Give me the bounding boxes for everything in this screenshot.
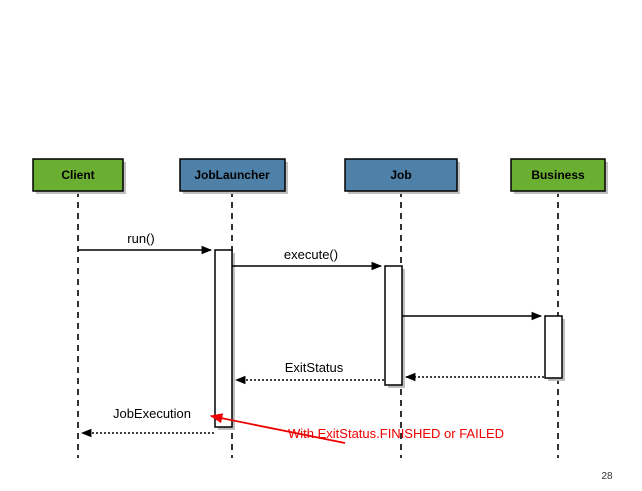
annotation-exitstatus: With ExitStatus.FINISHED or FAILED bbox=[209, 413, 504, 444]
message-label-run: run() bbox=[127, 231, 154, 246]
message-label-exitstatus: ExitStatus bbox=[285, 360, 344, 375]
activation-bars-group bbox=[214, 249, 565, 430]
participant-label-job: Job bbox=[390, 168, 411, 182]
message-label-execute: execute() bbox=[284, 247, 338, 262]
message-jobexecution[interactable]: JobExecution bbox=[80, 406, 214, 438]
participant-label-client: Client bbox=[61, 168, 94, 182]
participant-job[interactable]: Job bbox=[344, 158, 460, 194]
participant-label-joblauncher: JobLauncher bbox=[194, 168, 270, 182]
participant-box-client[interactable] bbox=[32, 158, 124, 192]
message-label-jobexecution: JobExecution bbox=[113, 406, 191, 421]
annotation-text: With ExitStatus.FINISHED or FAILED bbox=[288, 426, 504, 441]
activation-bar-job[interactable] bbox=[384, 265, 403, 386]
page-number: 28 bbox=[601, 471, 613, 482]
participant-joblauncher[interactable]: JobLauncher bbox=[179, 158, 288, 194]
annotation-arrow-icon bbox=[209, 413, 346, 444]
participant-box-joblauncher[interactable] bbox=[179, 158, 286, 192]
participant-box-job[interactable] bbox=[344, 158, 458, 192]
activation-bar-joblauncher[interactable] bbox=[214, 249, 233, 428]
message-run[interactable]: run() bbox=[78, 231, 213, 255]
message-execute[interactable]: execute() bbox=[232, 247, 383, 271]
participant-box-business[interactable] bbox=[510, 158, 606, 192]
participant-client[interactable]: Client bbox=[32, 158, 126, 194]
message-exitstatus[interactable]: ExitStatus bbox=[234, 360, 384, 385]
participant-business[interactable]: Business bbox=[510, 158, 608, 194]
activation-bar-business[interactable] bbox=[544, 315, 563, 379]
participant-label-business: Business bbox=[531, 168, 585, 182]
